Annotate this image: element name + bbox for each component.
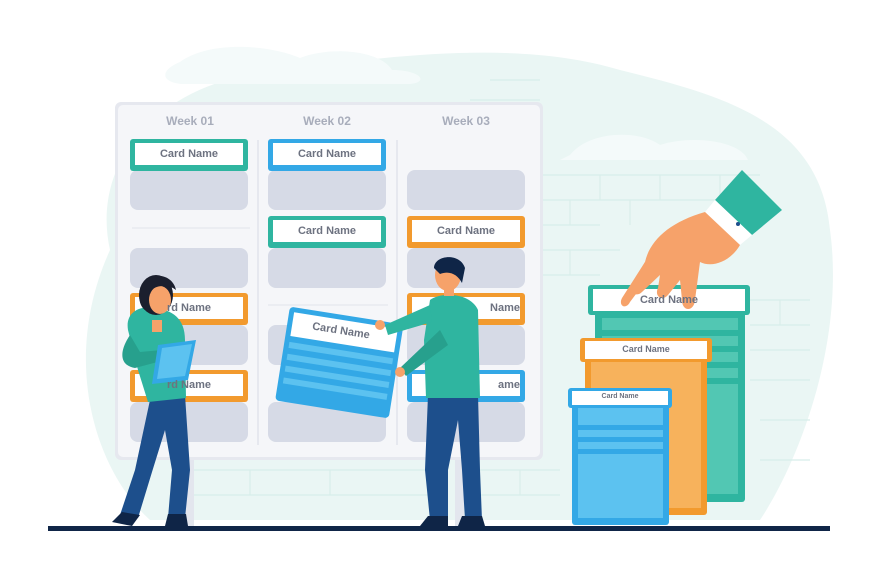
card-label-orange-stack: Card Name (622, 344, 670, 354)
card-label-blue-stack: Card Name (601, 393, 639, 400)
held-card (275, 307, 403, 418)
card-label-week2-second: Card Name (297, 225, 357, 237)
week-02-label: Week 02 (303, 114, 351, 128)
hand-figure (620, 170, 782, 309)
card-label-week2-top: Card Name (297, 148, 357, 160)
card-label-week3-second: Card Name (436, 225, 496, 237)
floor-line (48, 526, 830, 531)
week-01-label: Week 01 (166, 114, 214, 128)
woman-figure (112, 275, 196, 526)
man-figure (375, 257, 485, 526)
card-label-teal-stack: Card Name (639, 294, 699, 306)
week-03-label: Week 03 (442, 114, 490, 128)
card-label-week3-bottom: ame (497, 379, 520, 391)
card-label-week1-mid: rd Name (166, 302, 212, 314)
card-label-week3-third: Name (490, 302, 520, 314)
board-stand (185, 455, 464, 530)
card-label-week1-bottom: rd Name (166, 379, 212, 391)
blue-stack (568, 388, 672, 525)
card-label-week1-top: Card Name (159, 148, 219, 160)
